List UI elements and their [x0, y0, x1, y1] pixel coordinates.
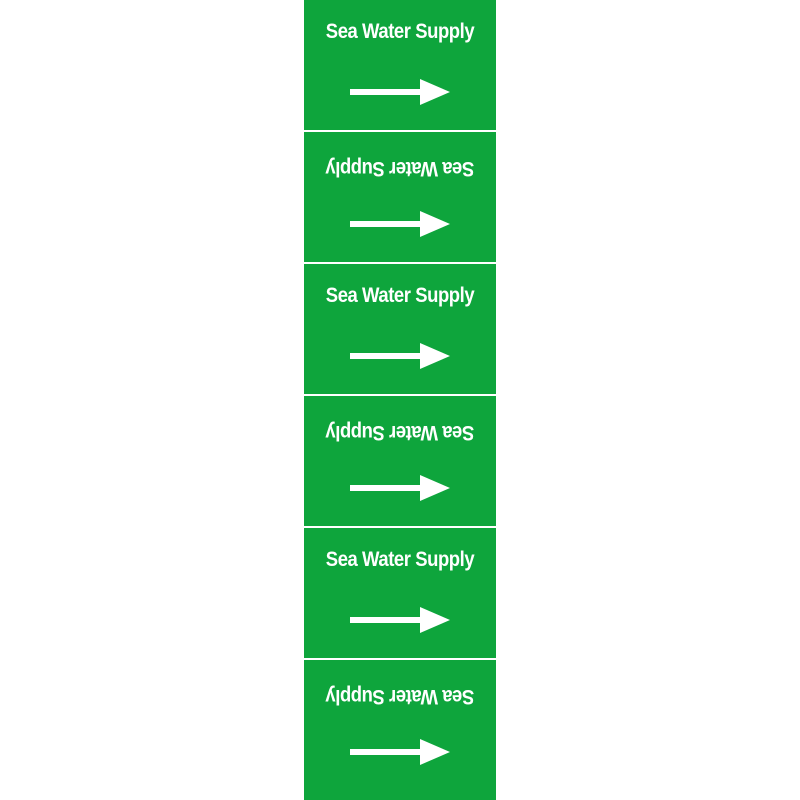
arrow-right-icon: [350, 211, 450, 237]
pipe-marker-panel-2: Sea Water Supply: [304, 132, 496, 264]
arrow-right-icon: [350, 739, 450, 765]
pipe-marker-panel-3: Sea Water Supply: [304, 264, 496, 396]
arrow-right-icon: [350, 607, 450, 633]
arrow-right-icon: [350, 475, 450, 501]
pipe-marker-panel-5: Sea Water Supply: [304, 528, 496, 660]
arrow-right-icon: [350, 79, 450, 105]
panel-label: Sea Water Supply: [325, 685, 475, 708]
arrow-right-icon: [350, 343, 450, 369]
panel-label: Sea Water Supply: [325, 421, 475, 444]
pipe-marker-panel-4: Sea Water Supply: [304, 396, 496, 528]
panel-label: Sea Water Supply: [325, 548, 475, 571]
panel-label: Sea Water Supply: [325, 20, 475, 43]
panel-label: Sea Water Supply: [325, 157, 475, 180]
panel-label: Sea Water Supply: [325, 284, 475, 307]
pipe-marker-panel-1: Sea Water Supply: [304, 0, 496, 132]
pipe-marker-panel-6: Sea Water Supply: [304, 660, 496, 800]
pipe-marker-strip: Sea Water Supply Sea Water Supply Sea Wa…: [304, 0, 496, 800]
